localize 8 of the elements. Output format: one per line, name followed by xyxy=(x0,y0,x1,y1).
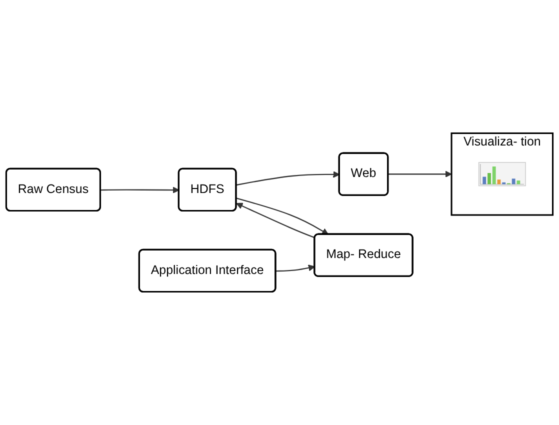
arrow xyxy=(236,171,340,186)
cluster: Visualiza- tion xyxy=(450,132,554,216)
bar-chart-drawing xyxy=(480,164,524,185)
arrow xyxy=(276,264,316,272)
arrow xyxy=(236,198,329,235)
arrow xyxy=(388,170,452,178)
arrow xyxy=(100,186,180,194)
arrow xyxy=(236,202,316,238)
